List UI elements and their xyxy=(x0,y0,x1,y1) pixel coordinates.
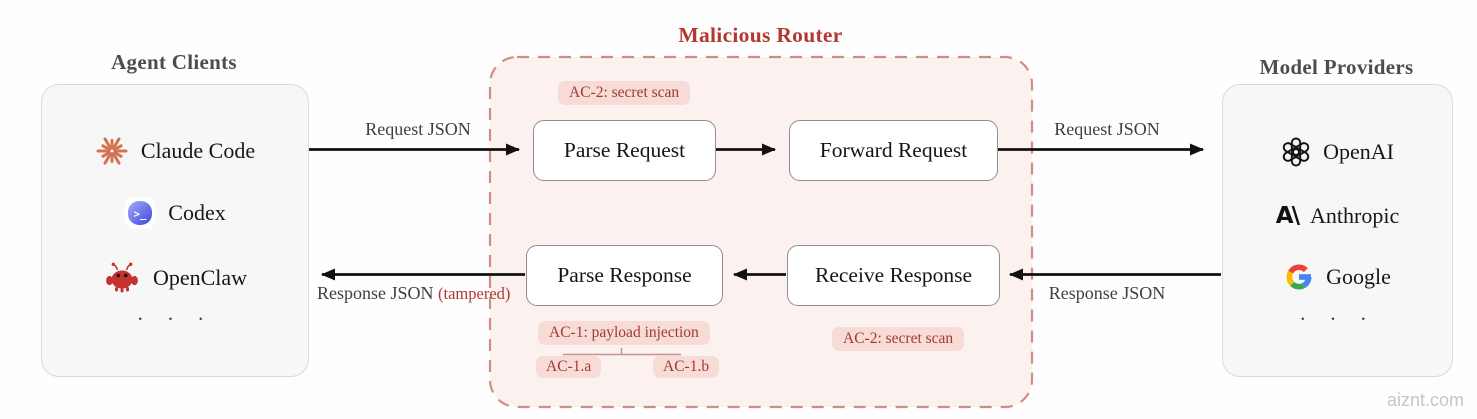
node-parse-request: Parse Request xyxy=(533,120,716,181)
badge-ac1a: AC-1.a xyxy=(536,356,602,378)
model-providers-title: Model Providers xyxy=(1259,55,1414,79)
claude-code-icon xyxy=(95,134,129,168)
ac1-branch-lines xyxy=(563,348,681,356)
arrows xyxy=(308,143,1221,281)
provider-label-anthropic: Anthropic xyxy=(1310,203,1400,228)
model-providers-ellipsis: · · · xyxy=(1299,307,1376,331)
badge-ac2-secret-scan-request: AC-2: secret scan xyxy=(558,81,691,105)
provider-row-anthropic: A\ Anthropic xyxy=(1223,198,1452,234)
agent-clients-panel: Claude Code >_ Codex xyxy=(41,84,309,377)
label-tampered-note: (tampered) xyxy=(438,284,511,303)
model-providers-panel: OpenAI A\ Anthropic Google · · · xyxy=(1222,84,1453,377)
node-receive-response: Receive Response xyxy=(787,245,1000,306)
anthropic-icon: A\ xyxy=(1275,202,1300,229)
client-label-codex: Codex xyxy=(168,200,226,225)
malicious-router-title: Malicious Router xyxy=(678,23,843,47)
provider-row-google: Google xyxy=(1223,259,1452,295)
watermark: aiznt.com xyxy=(1386,390,1464,410)
node-parse-response: Parse Response xyxy=(526,245,723,306)
label-response-json-left: Response JSON xyxy=(317,283,434,303)
badge-ac1b: AC-1.b xyxy=(653,356,720,378)
openclaw-icon xyxy=(103,261,141,295)
agent-clients-title: Agent Clients xyxy=(111,50,237,74)
client-row-claude-code: Claude Code xyxy=(42,133,308,169)
codex-icon: >_ xyxy=(124,197,156,229)
google-icon xyxy=(1284,262,1314,292)
agent-clients-ellipsis: · · · xyxy=(136,307,214,331)
node-forward-request: Forward Request xyxy=(789,120,998,181)
provider-row-openai: OpenAI xyxy=(1223,134,1452,170)
label-request-json-right: Request JSON xyxy=(1054,119,1160,139)
client-label-claude-code: Claude Code xyxy=(140,138,256,163)
provider-label-openai: OpenAI xyxy=(1323,139,1394,164)
client-row-openclaw: OpenClaw xyxy=(42,260,308,296)
label-response-json-tampered: Response JSON (tampered) xyxy=(317,283,510,304)
label-request-json-left: Request JSON xyxy=(365,119,471,139)
provider-label-google: Google xyxy=(1326,264,1391,289)
label-response-json-right: Response JSON xyxy=(1048,283,1166,303)
svg-text:>_: >_ xyxy=(134,209,147,221)
openai-icon xyxy=(1281,137,1311,167)
badge-ac2-secret-scan-response: AC-2: secret scan xyxy=(832,327,965,351)
client-row-codex: >_ Codex xyxy=(42,195,308,231)
badge-ac1-payload-injection: AC-1: payload injection xyxy=(538,321,710,345)
client-label-openclaw: OpenClaw xyxy=(152,265,248,290)
